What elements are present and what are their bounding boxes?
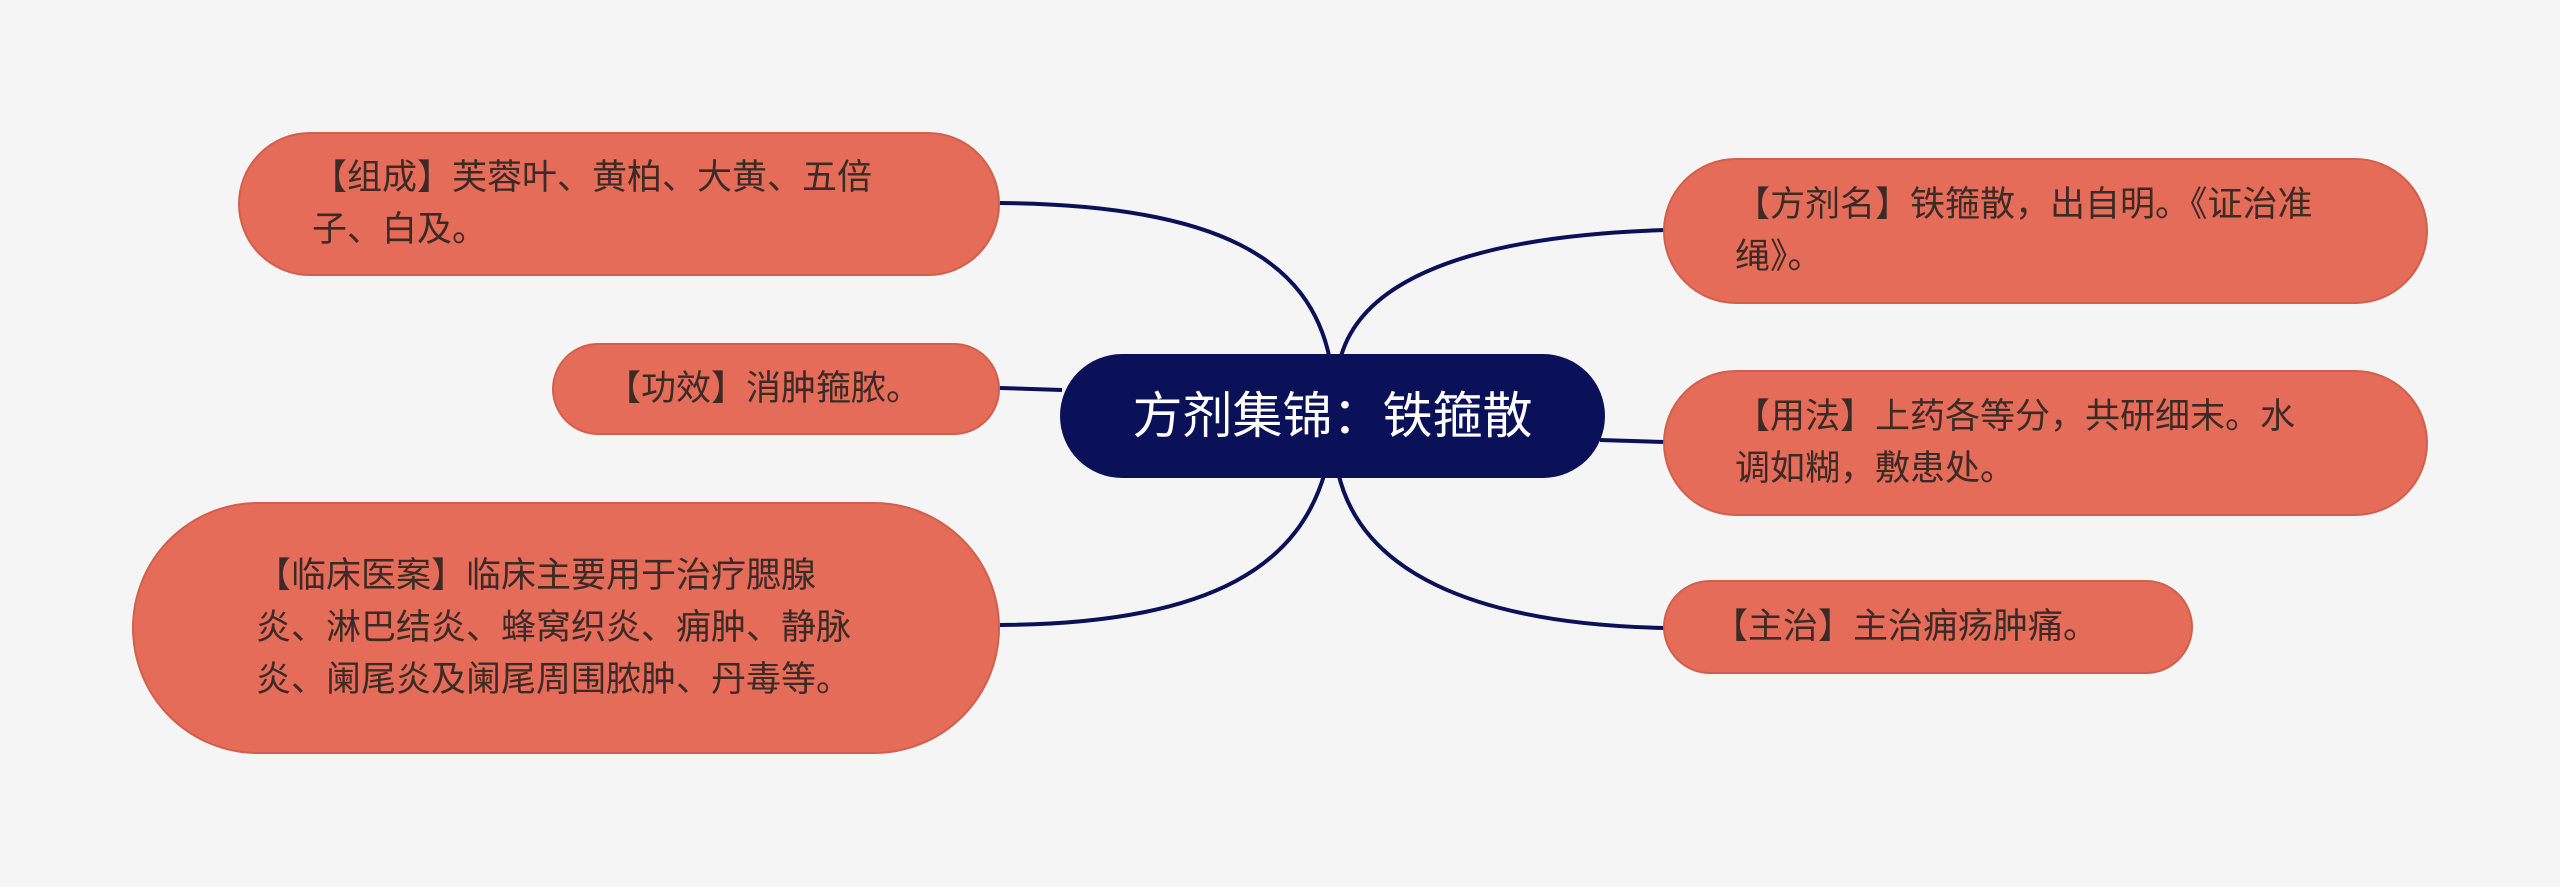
branch-clinical[interactable]: 【临床医案】临床主要用于治疗腮腺炎、淋巴结炎、蜂窝织炎、痈肿、静脉炎、阑尾炎及阑… <box>132 502 1000 754</box>
branch-effect[interactable]: 【功效】消肿箍脓。 <box>552 343 1000 435</box>
effect-text: 【功效】消肿箍脓。 <box>606 369 922 409</box>
connector-clinical <box>999 471 1327 627</box>
connector-indication <box>1336 471 1666 630</box>
name-text: 【方剂名】铁箍散，出自明。《证治准绳》。 <box>1735 185 2313 277</box>
indication-text: 【主治】主治痈疡肿痛。 <box>1713 607 2099 647</box>
branch-composition[interactable]: 【组成】芙蓉叶、黄柏、大黄、五倍子、白及。 <box>238 132 1000 276</box>
connector-effect <box>999 386 1063 392</box>
connector-usage <box>1599 438 1666 444</box>
branch-usage[interactable]: 【用法】上药各等分，共研细末。水调如糊，敷患处。 <box>1663 370 2428 516</box>
clinical-text: 【临床医案】临床主要用于治疗腮腺炎、淋巴结炎、蜂窝织炎、痈肿、静脉炎、阑尾炎及阑… <box>256 556 852 700</box>
composition-text: 【组成】芙蓉叶、黄柏、大黄、五倍子、白及。 <box>312 158 873 250</box>
branch-indication[interactable]: 【主治】主治痈疡肿痛。 <box>1663 580 2193 674</box>
branch-name[interactable]: 【方剂名】铁箍散，出自明。《证治准绳》。 <box>1663 158 2428 304</box>
usage-text: 【用法】上药各等分，共研细末。水调如糊，敷患处。 <box>1735 397 2296 489</box>
root-label: 方剂集锦：铁箍散 <box>1132 387 1533 445</box>
connector-composition <box>999 201 1332 361</box>
root-node[interactable]: 方剂集锦：铁箍散 <box>1060 354 1605 478</box>
connector-name <box>1338 228 1666 361</box>
